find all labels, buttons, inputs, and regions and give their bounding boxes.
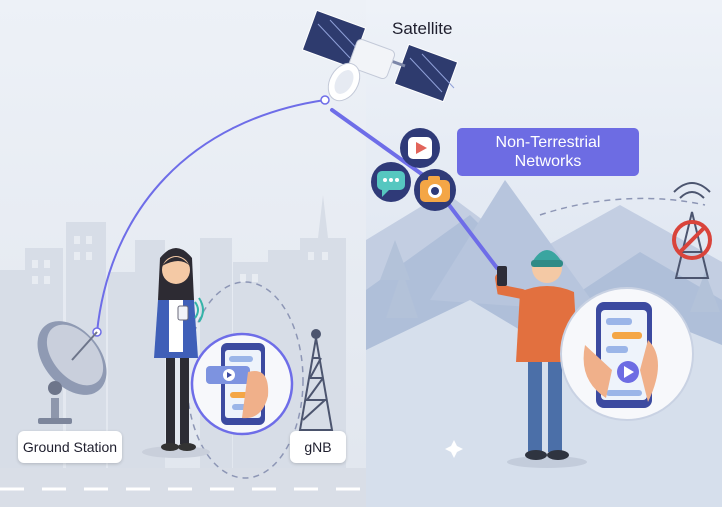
city-user <box>142 248 210 458</box>
ntn-label-box: Non-Terrestrial Networks <box>457 128 639 176</box>
satellite-label: Satellite <box>392 19 453 38</box>
satellite-icon <box>301 9 459 103</box>
pine-trees <box>380 240 720 318</box>
ground-satellite-link <box>96 99 326 333</box>
ntn-label-line2: Networks <box>514 153 582 170</box>
gnb-coverage <box>186 281 304 479</box>
gnb-label: gNB <box>290 431 346 463</box>
ground-station-label: Ground Station <box>18 431 122 463</box>
smartphone-icon <box>560 287 694 421</box>
play-icon <box>400 128 440 168</box>
satellite-user-link <box>330 108 499 270</box>
ntn-label-line1: Non-Terrestrial <box>495 134 601 151</box>
smartphone-icon <box>190 332 294 436</box>
dish-antenna-icon <box>37 321 107 424</box>
chat-icon <box>371 162 411 202</box>
city-windows <box>32 236 328 284</box>
sparkle-icon <box>445 440 463 458</box>
camera-icon <box>414 169 456 211</box>
tower-coverage <box>539 197 706 216</box>
cell-tower-icon <box>298 329 334 431</box>
no-signal-tower-icon <box>672 182 712 279</box>
